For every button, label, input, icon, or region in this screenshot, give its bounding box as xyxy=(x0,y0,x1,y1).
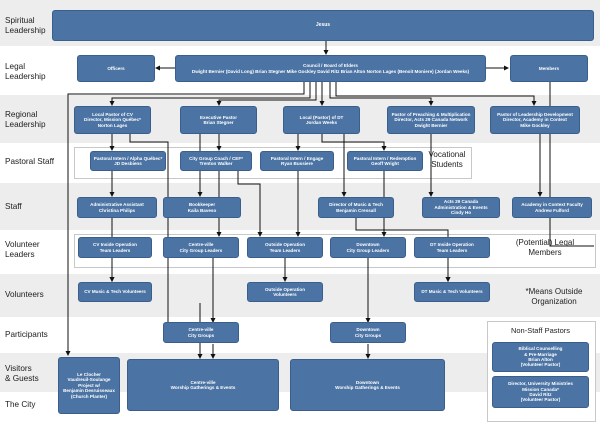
cv-inside-ops-box: CV Inside Operation Team Leaders xyxy=(78,237,152,258)
row-label-pastoral: Pastoral Staff xyxy=(5,157,55,166)
council-box: Council / Board of Elders Dwight Bernier… xyxy=(175,55,486,82)
dt-worship-box: Downtown Worship Gatherings & Events xyxy=(290,359,445,411)
preaching-pastor-box: Pastor of Preaching & Multiplication Dir… xyxy=(387,106,475,134)
row-label-spiritual: Spiritual Leadership xyxy=(5,16,46,35)
admin-assistant-box: Administrative Assistant Christina Phili… xyxy=(77,197,157,218)
academy-faculty-box: Academy in Context Faculty Andrew Fulfor… xyxy=(512,197,592,218)
leadership-dev-box: Pastor of Leadership Development Directo… xyxy=(490,106,580,134)
local-pastor-dt-box: Local (Pastor) of DT Jordan Weeks xyxy=(283,106,360,134)
council-title: Council / Board of Elders Dwight Bernier… xyxy=(191,63,470,74)
outside-ops-volunteers-box: Outside Operation Volunteers xyxy=(247,282,323,302)
outside-ops-leaders-box: Outside Operation Team Leaders xyxy=(247,237,323,258)
city-group-coach-box: City Group Coach / CEF* Trenton Walker xyxy=(180,151,252,171)
music-director-box: Director of Music & Tech Benjamin Cressa… xyxy=(318,197,394,218)
bookkeeper-box: Bookkeeper Kaila Baveso xyxy=(163,197,241,218)
vocational-students-note: Vocational Students xyxy=(428,150,466,169)
officers-box: Officers xyxy=(77,55,155,82)
intern-redemption-box: Pastoral Intern / Redemption Geoff Wrigh… xyxy=(347,151,423,171)
intern-engage-box: Pastoral Intern / Engage Ryan Bussiere xyxy=(260,151,334,171)
dt-city-groups-box: Downtown City Groups xyxy=(330,322,406,343)
members-box: Members xyxy=(510,55,588,82)
university-ministries-box: Director, University Ministries Mission … xyxy=(492,376,589,408)
row-label-participants: Participants xyxy=(5,330,48,339)
dt-music-volunteers-box: DT Music & Tech Volunteers xyxy=(414,282,490,302)
row-label-legal: Legal Leadership xyxy=(5,62,46,81)
intern-alpha-box: Pastoral Intern / Alpha Québec* JD Desbi… xyxy=(90,151,166,171)
cv-city-groups-box: Centre-ville City Groups xyxy=(163,322,239,343)
cv-worship-box: Centre-ville Worship Gatherings & Events xyxy=(127,359,279,411)
row-label-volunteers: Volunteers xyxy=(5,290,44,299)
dt-inside-ops-box: DT Inside Operation Team Leaders xyxy=(414,237,490,258)
outside-org-note: *Means Outside Organization xyxy=(525,287,583,306)
row-label-city: The City xyxy=(5,400,36,409)
counselling-pastor-box: Biblical Counselling & Pre-Marriage Bria… xyxy=(492,342,589,372)
jesus-box: Jesus xyxy=(52,10,594,41)
row-label-staff: Staff xyxy=(5,202,22,211)
row-label-visitors: Visitors & Guests xyxy=(5,364,39,383)
le-clocher-box: Le Clocher Vaudreuil-Soulange Project w/… xyxy=(58,357,120,414)
cv-city-group-leaders-box: Centre-ville City Group Leaders xyxy=(163,237,239,258)
legal-members-note: (Potential) Legal Members xyxy=(515,238,575,257)
local-pastor-cv-box: Local Pastor of CV Director, Mission Qué… xyxy=(74,106,151,134)
acts29-box: Acts 29 Canada Administration & Events C… xyxy=(422,197,500,218)
row-label-regional: Regional Leadership xyxy=(5,110,46,129)
dt-city-group-leaders-box: Downtown City Group Leaders xyxy=(330,237,406,258)
non-staff-pastors-title: Non-Staff Pastors xyxy=(510,326,571,335)
executive-pastor-box: Executive Pastor Brian Stegner xyxy=(180,106,257,134)
row-label-volunteer: Volunteer Leaders xyxy=(5,240,40,259)
cv-music-volunteers-box: CV Music & Tech Volunteers xyxy=(78,282,152,302)
